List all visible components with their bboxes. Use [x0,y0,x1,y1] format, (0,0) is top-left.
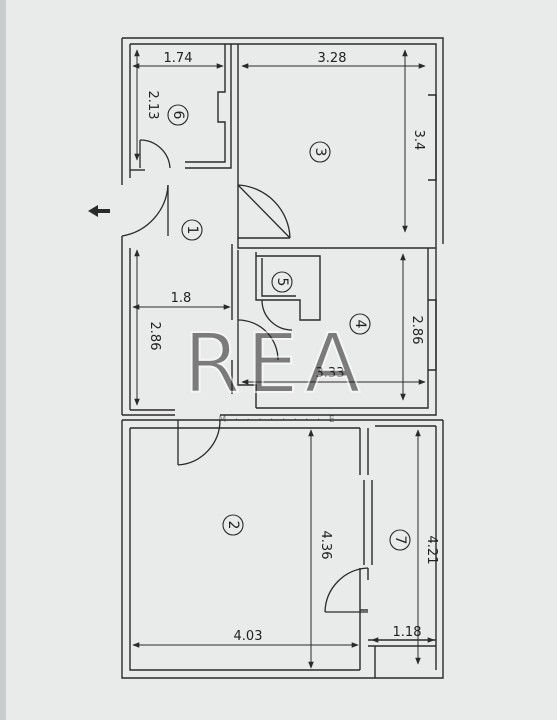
dim-room6-width: 1.74 [164,51,193,66]
dim-room6-height: 2.13 [145,91,160,120]
entrance-arrow-icon [88,205,110,217]
watermark-brand: REA [184,317,367,412]
room-4-number: 4 [352,320,368,329]
dim-room3-height: 3.4 [411,130,426,151]
dim-room4-height: 2.86 [409,316,424,345]
room-6-number: 6 [170,111,186,120]
room-2-marker: 2 [222,514,244,536]
room-2-number: 2 [225,521,241,530]
room-markers: 6 3 1 5 4 2 7 [167,104,411,551]
dimension-lines [132,49,435,669]
room-1-marker: 1 [181,219,203,241]
dim-room7-width: 1.18 [393,625,422,640]
dim-room2-width: 4.03 [234,629,263,644]
room-4-marker: 4 [349,313,371,335]
room-6-marker: 6 [167,104,189,126]
dim-room3-width: 3.28 [318,51,347,66]
dim-room7-height: 4.21 [424,536,439,565]
room-7-marker: 7 [389,529,411,551]
watermark-logo: REA M · · · · · · · · E [183,316,367,425]
room-3-marker: 3 [309,141,331,163]
dim-room2-height: 4.36 [318,531,333,560]
room-5-number: 5 [274,278,290,287]
room-7-number: 7 [392,536,408,545]
dim-hall-height: 2.86 [147,322,162,351]
room-5-marker: 5 [271,271,293,293]
paper-background [6,0,557,720]
room-1-number: 1 [184,226,200,235]
dim-hall-width: 1.8 [171,291,192,306]
door-swings [121,139,369,613]
dim-room4-width: 3.33 [316,366,345,381]
room-3-number: 3 [312,148,328,157]
dimension-labels: 1.74 2.13 3.28 3.4 1.8 2.86 3.33 2.86 4.… [145,51,439,644]
watermark-tagline: M · · · · · · · · E [218,415,337,425]
